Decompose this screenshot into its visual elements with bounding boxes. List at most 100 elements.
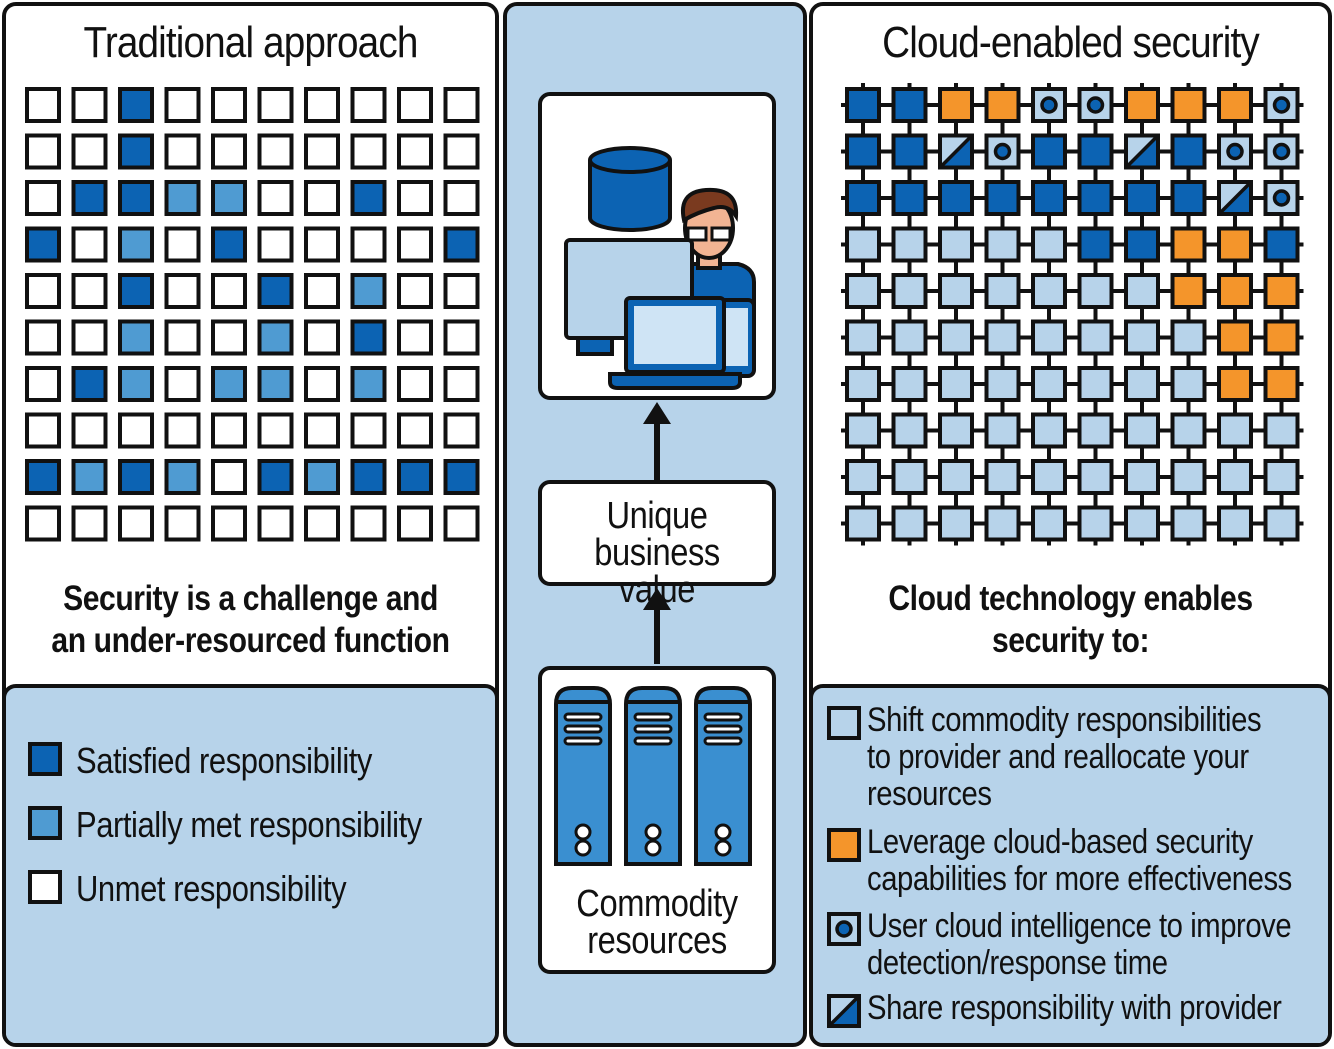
grid-cell: [984, 226, 1021, 263]
grid-cell: [1170, 505, 1207, 542]
grid-cell: [25, 273, 61, 309]
legend-label-intelligence: User cloud intelligence to improve detec…: [867, 907, 1292, 982]
grid-cell: [118, 226, 154, 263]
grid-cell: [938, 226, 974, 263]
grid-cell: [1077, 180, 1114, 216]
grid-cell: [304, 226, 340, 263]
intelligence-swatch-icon: [827, 912, 861, 946]
grid-cell: [984, 459, 1021, 495]
grid-cell: [164, 319, 201, 356]
grid-cell: [938, 180, 974, 216]
grid-cell: [891, 226, 928, 263]
grid-cell: [164, 226, 201, 263]
grid-cell: [257, 273, 294, 309]
grid-cell: [211, 459, 247, 495]
grid-cell: [397, 459, 433, 495]
arrow-up-icon: [643, 402, 671, 484]
legend-label-unmet: Unmet responsibility: [76, 868, 347, 909]
grid-cell: [1031, 412, 1067, 449]
grid-cell: [397, 366, 433, 402]
traditional-approach-panel: Traditional approach Security is a chall…: [2, 2, 499, 1047]
grid-cell: [1124, 180, 1160, 216]
grid-cell: [1031, 459, 1067, 495]
grid-cell: [1217, 273, 1253, 309]
grid-cell: [164, 366, 201, 402]
grid-cell: [443, 459, 480, 495]
grid-cell: [25, 505, 61, 542]
grid-cell: [1124, 505, 1160, 542]
grid-cell: [938, 505, 974, 542]
servers-illustration: [554, 686, 752, 866]
intelligence-icon: [1086, 96, 1105, 114]
traditional-grid: [25, 87, 480, 542]
grid-cell: [257, 180, 294, 216]
grid-cell: [350, 226, 387, 263]
grid-cell: [350, 273, 387, 309]
grid-cell: [443, 366, 480, 402]
grid-cell: [891, 180, 928, 216]
grid-cell: [984, 366, 1021, 402]
grid-cell: [443, 87, 480, 123]
grid-cell: [845, 505, 881, 542]
cloud-grid: [841, 83, 1304, 546]
grid-cell: [443, 319, 480, 356]
grid-cell: [1124, 366, 1160, 402]
intelligence-icon: [1272, 189, 1291, 207]
grid-cell: [1077, 319, 1114, 356]
legend-item-shift: Shift commodity responsibilities to prov…: [827, 702, 1325, 813]
grid-cell: [1077, 505, 1114, 542]
grid-cell: [164, 505, 201, 542]
grid-cell: [71, 226, 108, 263]
grid-cell: [25, 366, 61, 402]
grid-cell: [845, 180, 881, 216]
grid-cell: [891, 87, 928, 123]
commodity-line2: resources: [587, 920, 727, 962]
grid-cell: [1170, 87, 1207, 123]
grid-cell: [984, 505, 1021, 542]
grid-cell: [938, 366, 974, 402]
grid-cell: [25, 180, 61, 216]
legend-label-satisfied: Satisfied responsibility: [76, 740, 372, 781]
grid-cell: [891, 412, 928, 449]
grid-cell: [938, 87, 974, 123]
grid-cell: [1077, 459, 1114, 495]
grid-cell: [25, 319, 61, 356]
arrow-up-icon: [643, 588, 671, 664]
grid-cell: [1124, 412, 1160, 449]
grid-cell: [1170, 226, 1207, 263]
grid-cell: [938, 412, 974, 449]
grid-cell: [1263, 319, 1300, 356]
grid-cell: [1263, 180, 1300, 216]
grid-cell: [845, 273, 881, 309]
grid-cell: [211, 412, 247, 449]
grid-cell: [1263, 366, 1300, 402]
grid-cell: [984, 180, 1021, 216]
legend-item-leverage: Leverage cloud-based security capabiliti…: [827, 823, 1328, 898]
grid-cell: [257, 226, 294, 263]
value-flow-panel: Unique business value Commodity resource…: [503, 2, 807, 1047]
cloud-legend: Shift commodity responsibilities to prov…: [813, 684, 1328, 1043]
grid-cell: [443, 133, 480, 170]
grid-cell: [257, 505, 294, 542]
grid-cell: [257, 366, 294, 402]
grid-cell: [71, 366, 108, 402]
grid-cell: [118, 459, 154, 495]
grid-cell: [1124, 87, 1160, 123]
intelligence-icon: [993, 142, 1012, 161]
cloud-title: Cloud-enabled security: [882, 18, 1260, 67]
grid-cell: [211, 180, 247, 216]
grid-cell: [118, 180, 154, 216]
grid-cell: [938, 459, 974, 495]
grid-cell: [443, 412, 480, 449]
grid-cell: [350, 133, 387, 170]
grid-cell: [211, 366, 247, 402]
grid-cell: [1170, 180, 1207, 216]
commodity-resources-box: Commodity resources: [538, 666, 776, 974]
legend-label-leverage: Leverage cloud-based security capabiliti…: [867, 823, 1292, 898]
grid-cell: [71, 319, 108, 356]
grid-cell: [350, 180, 387, 216]
traditional-caption-line1: Security is a challenge and: [63, 579, 438, 618]
grid-cell: [1263, 505, 1300, 542]
grid-cell: [1031, 180, 1067, 216]
partial-swatch-icon: [28, 806, 62, 840]
